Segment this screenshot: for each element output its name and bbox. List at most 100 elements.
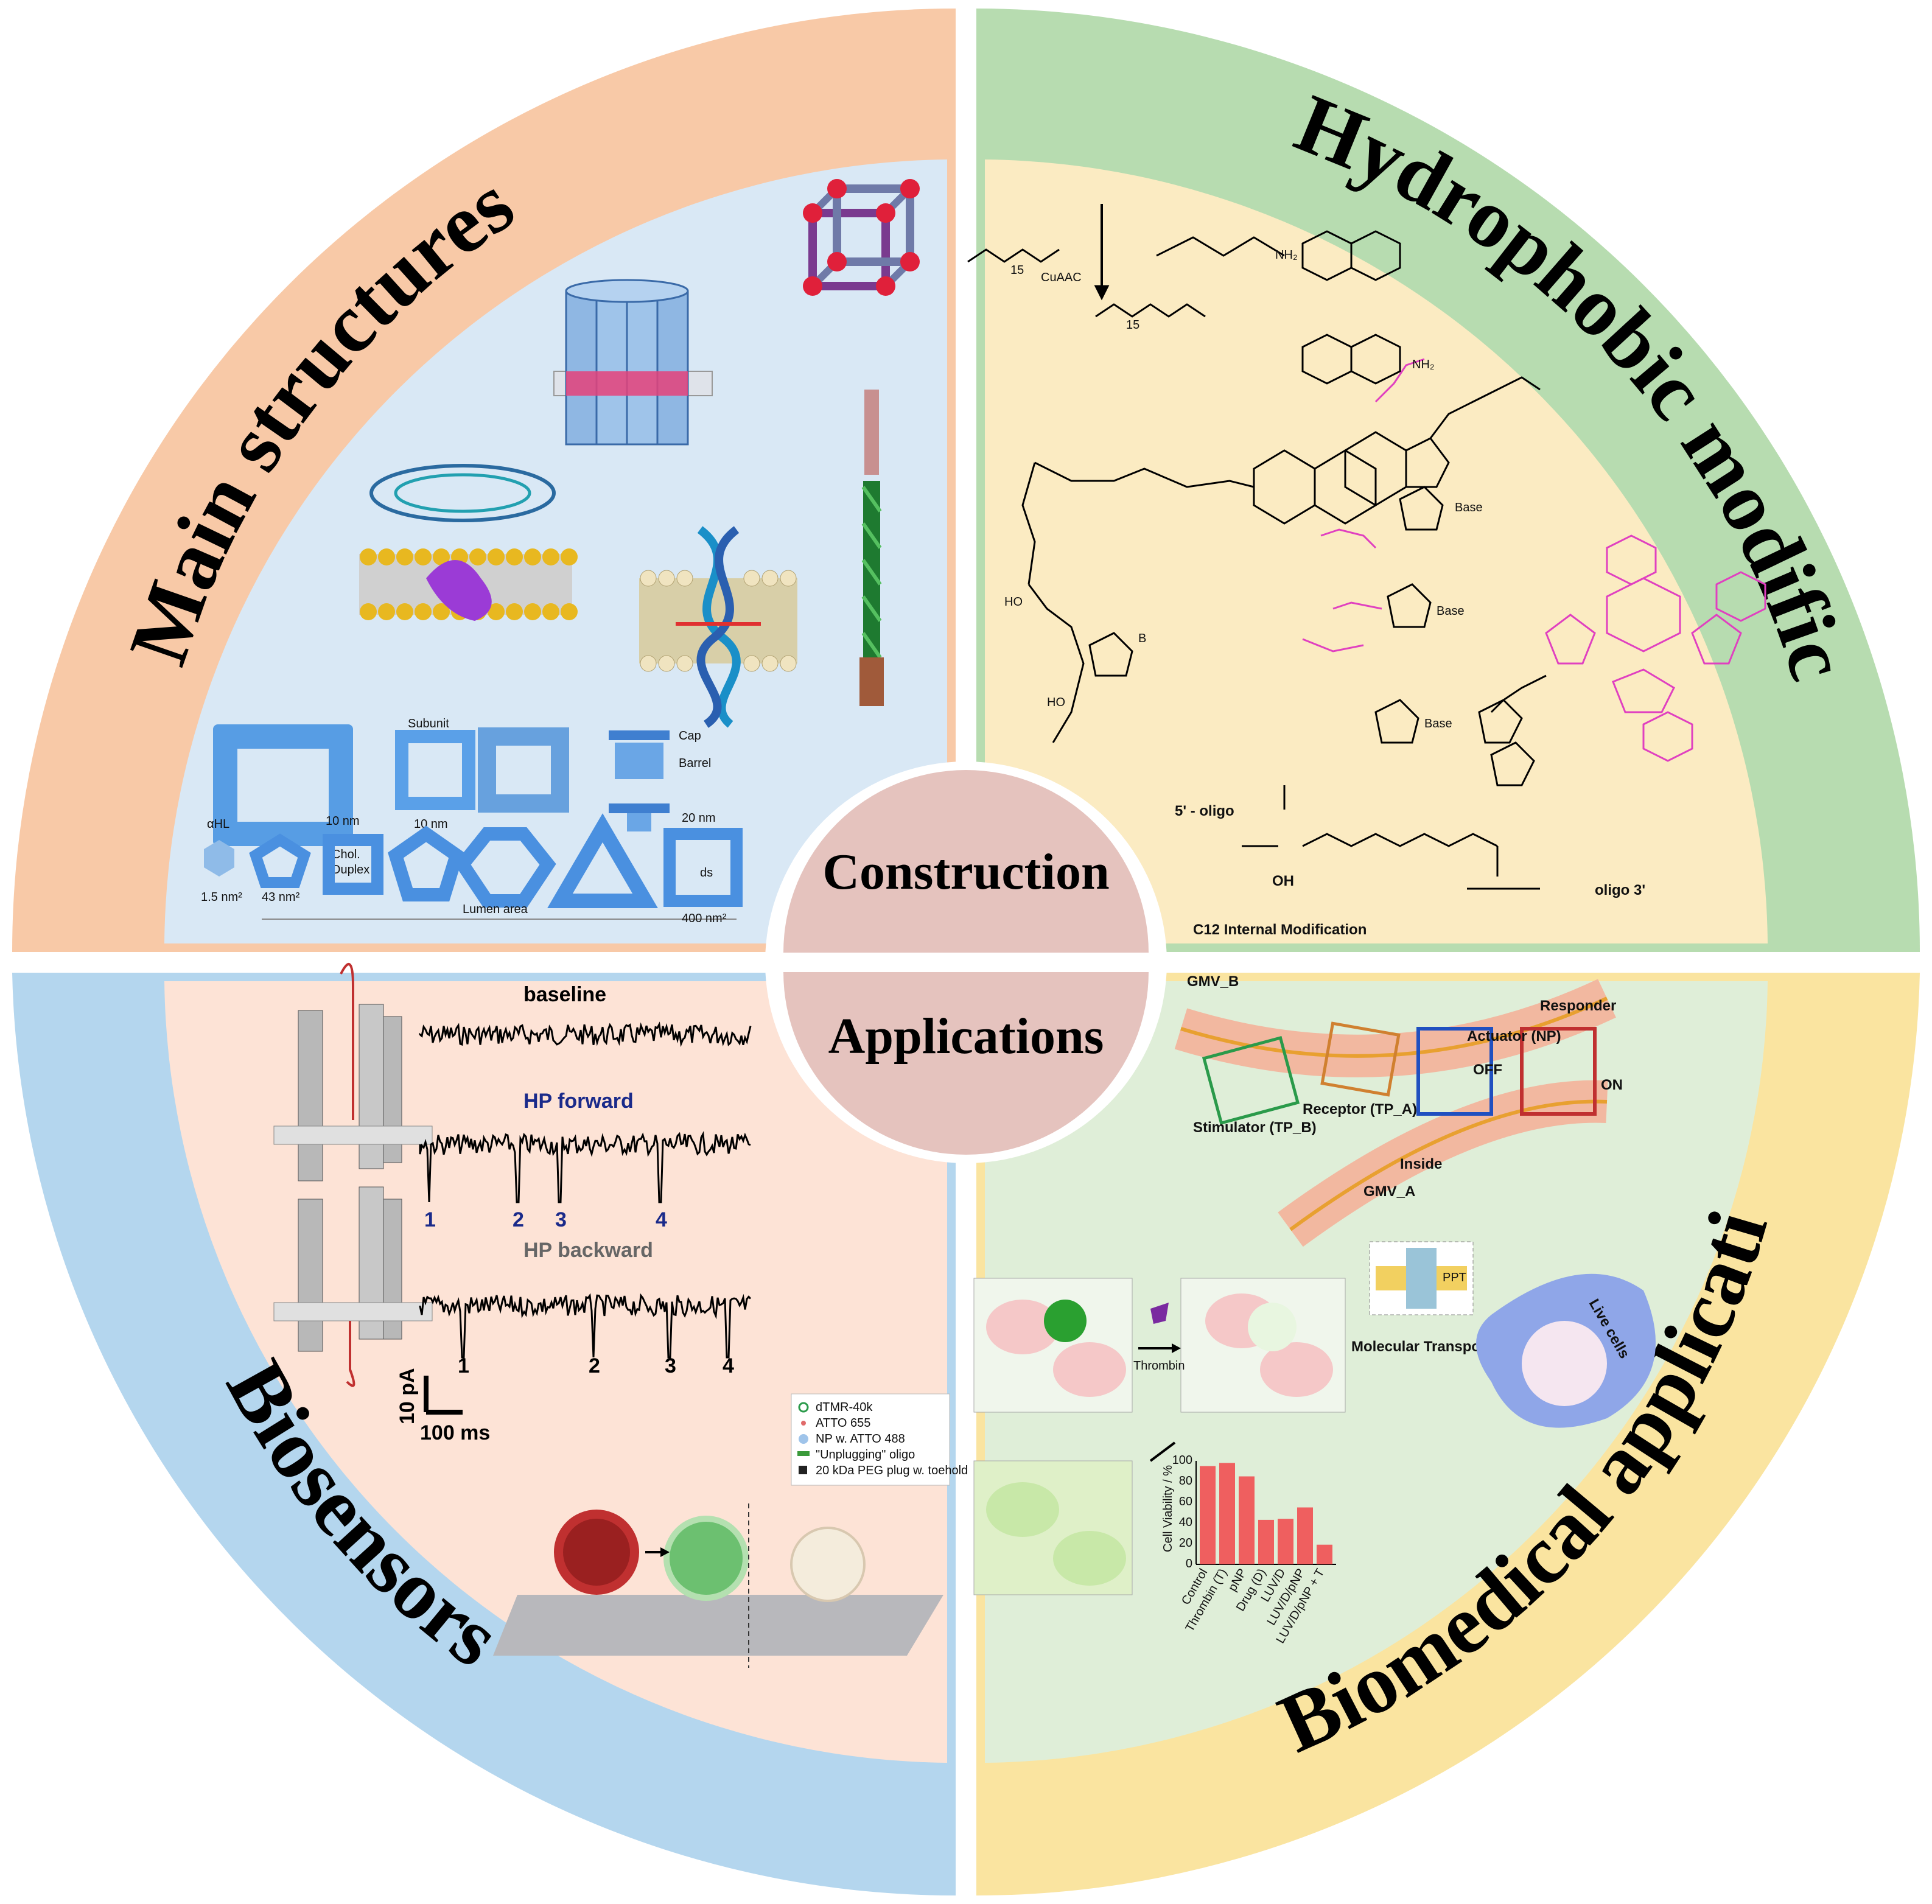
event-number: 3: [665, 1354, 676, 1377]
label-duplex: Duplex: [332, 863, 369, 877]
label-nh2-bottom: NH₂: [1412, 358, 1435, 371]
label-nh2-top: NH₂: [1275, 248, 1298, 262]
label-on: ON: [1601, 1077, 1623, 1093]
label-ahl: αHL: [207, 817, 229, 831]
trace-label-baseline: baseline: [523, 983, 606, 1006]
chart-bar: [1297, 1507, 1313, 1564]
trace-backward: [419, 1293, 752, 1359]
label-oh: OH: [1272, 873, 1294, 889]
nanopore-schematic-forward: [273, 963, 433, 1181]
helix-bundle-pore: [553, 279, 713, 446]
label-10nm: 10 nm: [414, 817, 448, 831]
legend-item-5: 20 kDa PEG plug w. toehold: [816, 1464, 968, 1477]
label-oligo-5: 5' - oligo: [1175, 803, 1234, 819]
event-number: 2: [589, 1354, 600, 1377]
label-area-large: 400 nm²: [682, 912, 727, 925]
chart-bar: [1317, 1544, 1332, 1564]
label-gmvb: GMV_B: [1187, 973, 1239, 990]
label-ppt: PPT: [1443, 1271, 1466, 1284]
origami-channels-row: Subunit 10 nm Cap Barrel Chol. Duplex: [213, 717, 711, 877]
hydrophobic-labels: 15 15 CuAAC NH₂ NH₂ Base Base Base B HO …: [1004, 248, 1645, 938]
label-ds: ds: [700, 866, 713, 880]
label-10nm-top: 10 nm: [326, 814, 360, 828]
label-b: B: [1138, 632, 1146, 645]
label-actuator: Actuator (NP): [1467, 1028, 1561, 1045]
label-n15-top: 15: [1010, 264, 1024, 277]
legend-item-3: NP w. ATTO 488: [816, 1432, 905, 1446]
event-number: 4: [656, 1208, 667, 1231]
legend-item-2: ATTO 655: [816, 1416, 870, 1430]
main-structures-illustrations: Subunit 10 nm Cap Barrel Chol. Duplex αH…: [201, 179, 920, 925]
legend-item-4: "Unplugging" oligo: [816, 1448, 915, 1461]
label-chol: Chol.: [332, 848, 360, 861]
chart-bar: [1239, 1476, 1255, 1564]
trace-baseline: [419, 1021, 752, 1048]
chart-y-label: Cell Viability / %: [1161, 1465, 1175, 1552]
label-base-2: Base: [1437, 604, 1465, 618]
trace-label-forward: HP forward: [523, 1090, 634, 1113]
label-barrel: Barrel: [679, 757, 711, 770]
event-number: 4: [723, 1354, 734, 1377]
dna-rod-illustration: [859, 390, 884, 706]
label-ho-2: HO: [1047, 696, 1065, 709]
event-numbers-backward: 1 2 3 4: [458, 1354, 734, 1377]
chart-y-tick: 0: [1186, 1557, 1192, 1570]
dna-cube-illustration: [803, 179, 920, 296]
center-top: [783, 770, 1149, 953]
chart-bar: [1219, 1463, 1235, 1564]
event-number: 2: [513, 1208, 524, 1231]
label-thrombin: Thrombin: [1133, 1359, 1185, 1373]
receptor-structure: [1320, 1021, 1401, 1097]
chart-y-tick: 80: [1179, 1474, 1192, 1488]
panel-biosensors: [164, 981, 947, 1763]
panel-biomedical: [985, 981, 1768, 1763]
chart-y-tick: 60: [1179, 1495, 1192, 1508]
label-cuaac: CuAAC: [1041, 271, 1082, 284]
label-cap: Cap: [679, 729, 701, 743]
stimulator-structure: [1202, 1035, 1300, 1125]
trace-label-backward: HP backward: [523, 1239, 653, 1262]
legend-item-1: dTMR-40k: [816, 1401, 873, 1414]
label-c12: C12 Internal Modification: [1193, 922, 1367, 938]
label-gmva: GMV_A: [1363, 1183, 1415, 1200]
actuator-off: [1416, 1027, 1493, 1116]
label-area-mid: 43 nm²: [262, 891, 300, 904]
biomedical-content: GMV_B Responder Actuator (NP) OFF ON Sti…: [973, 973, 1656, 1646]
label-stimulator: Stimulator (TP_B): [1193, 1119, 1317, 1136]
chart-y-tick: 40: [1179, 1516, 1192, 1529]
membrane-channel-illustration: [359, 464, 578, 621]
scale-label-current: 10 pA: [396, 1368, 419, 1424]
label-area-small: 1.5 nm²: [201, 891, 242, 904]
label-subunit: Subunit: [408, 717, 449, 730]
label-oligo-3: oligo 3': [1595, 882, 1645, 898]
nanopore-schematic-backward: [273, 1186, 433, 1387]
trace-forward: [419, 1131, 751, 1203]
label-ho-1: HO: [1004, 595, 1023, 609]
chart-y-tick: 20: [1179, 1536, 1192, 1550]
label-base-1: Base: [1455, 501, 1483, 514]
label-responder: Responder: [1540, 998, 1616, 1014]
biosensors-content: baseline HP forward HP backward 1 2 3 4 1 2 3…: [273, 963, 968, 1668]
event-number: 1: [458, 1354, 469, 1377]
hydrophobic-chemistry: [967, 204, 1766, 890]
label-base-3: Base: [1424, 717, 1452, 730]
chart-bar: [1278, 1519, 1293, 1564]
vesicle-assay-illustration: [493, 1503, 943, 1668]
scale-label-time: 100 ms: [420, 1421, 490, 1444]
label-molecular-transport: Molecular Transport: [1351, 1339, 1491, 1355]
chart-bar: [1258, 1519, 1274, 1564]
biosensor-legend: dTMR-40k ATTO 655 NP w. ATTO 488 "Unplug…: [791, 1393, 968, 1486]
chart-bars: [1200, 1463, 1332, 1564]
actuator-on: [1520, 1027, 1597, 1116]
label-n15-bottom: 15: [1126, 318, 1139, 332]
label-off: OFF: [1473, 1062, 1502, 1078]
label-receptor: Receptor (TP_A): [1303, 1101, 1417, 1118]
center-label-applications: Applications: [828, 1008, 1104, 1065]
pore-shapes-row: αHL 1.5 nm² 43 nm² 10 nm 20 nm ds Lumen …: [201, 811, 743, 925]
event-number: 3: [555, 1208, 567, 1231]
center-bottom: [783, 972, 1149, 1155]
dna-helix-membrane: [639, 526, 797, 728]
chart-y-tick: 100: [1172, 1454, 1192, 1467]
